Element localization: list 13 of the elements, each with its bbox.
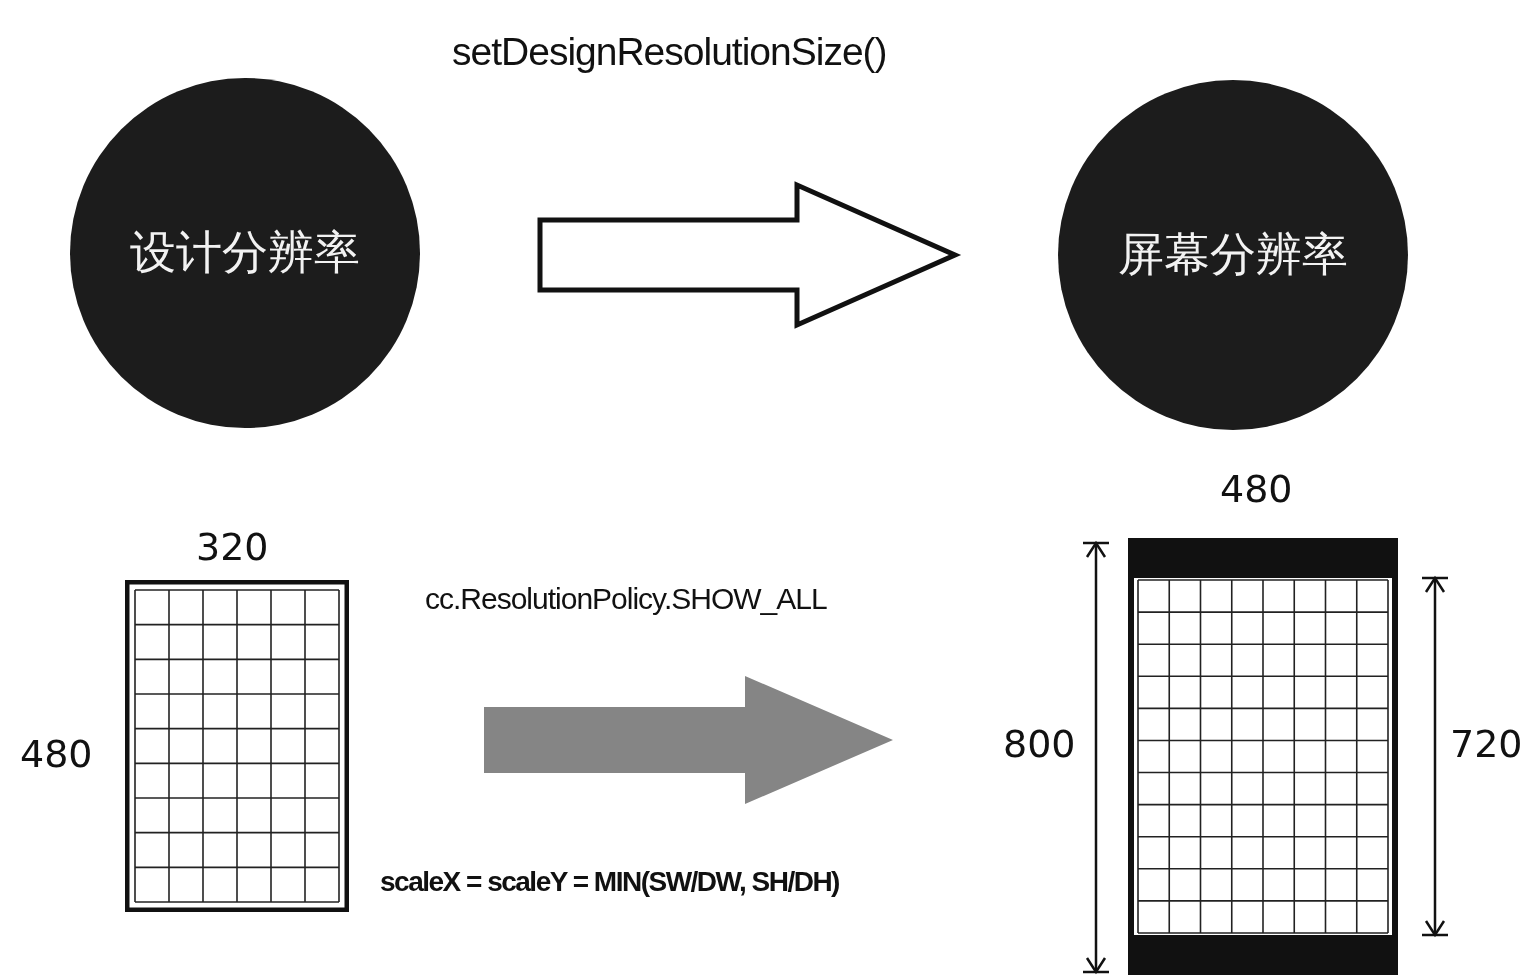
formula-label: scaleX = scaleY = MIN(SW/DW, SH/DH) <box>380 866 839 898</box>
policy-label: cc.ResolutionPolicy.SHOW_ALL <box>425 582 827 616</box>
node-label: 设计分辨率 <box>130 224 360 281</box>
dimension-label: 480 <box>20 732 93 776</box>
dimension-label: 320 <box>196 525 269 569</box>
block-arrow <box>484 676 893 804</box>
node-label: 屏幕分辨率 <box>1118 226 1348 283</box>
block-arrow <box>537 181 962 329</box>
screen-grid-drawing <box>125 580 349 912</box>
dimension-label: 480 <box>1220 467 1293 511</box>
title: setDesignResolutionSize() <box>452 30 887 74</box>
dimension-label: 800 <box>1003 722 1076 766</box>
dimension-label: 720 <box>1450 722 1523 766</box>
